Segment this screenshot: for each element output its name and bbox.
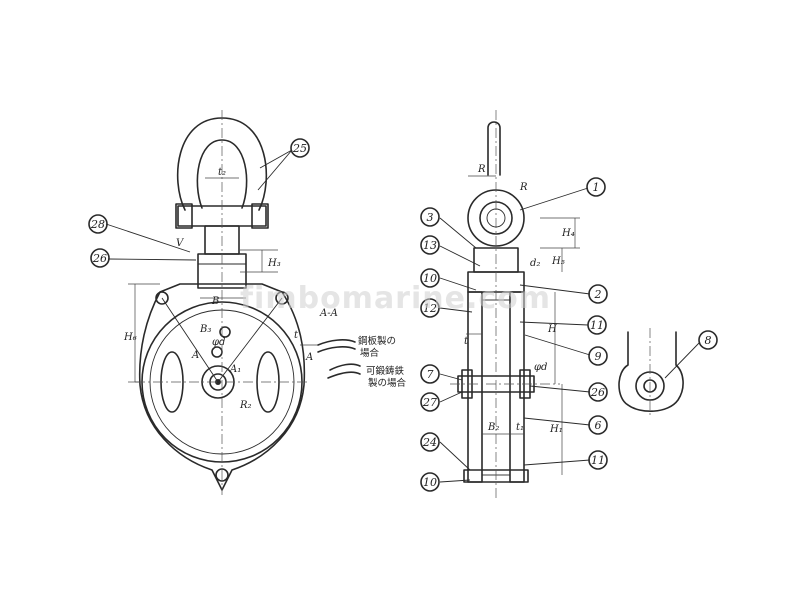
dimension-labels: t₂ V H₃ B H₆ B₃ φd A A A₁ R₂ t A-A R R H…	[123, 164, 575, 435]
callout-27: 27	[420, 392, 440, 412]
label-section-aa: A-A	[319, 308, 338, 319]
label-phi-d: φd	[212, 337, 225, 348]
label-t2: t₂	[218, 167, 226, 178]
callouts: 25 28 26 1 3 13 10 12 2 11 9 7 27 26 6 2…	[88, 138, 718, 492]
label-t1: t₁	[516, 422, 524, 433]
label-V: V	[176, 238, 185, 249]
svg-text:25: 25	[292, 142, 307, 155]
callout-26a: 26	[90, 248, 110, 268]
label-H3: H₃	[267, 258, 281, 269]
svg-text:2: 2	[594, 288, 602, 301]
callout-9: 9	[588, 346, 608, 366]
label-R: R	[477, 164, 486, 175]
callout-8: 8	[698, 330, 718, 350]
side-plate-right	[509, 291, 525, 483]
svg-text:10: 10	[423, 476, 437, 489]
svg-text:8: 8	[705, 334, 712, 347]
callout-10a: 10	[420, 268, 440, 288]
callout-6: 6	[588, 415, 608, 435]
label-H5: H₅	[551, 256, 565, 267]
label-A1: A₁	[229, 364, 241, 375]
svg-text:27: 27	[422, 396, 437, 409]
section-aa-detail	[317, 339, 361, 379]
note-malleable: 可鍛鋳鉄	[366, 365, 405, 377]
label-R1: R	[519, 182, 528, 193]
material-notes: 鋼板製の 場合 可鍛鋳鉄 製の場合	[358, 335, 407, 389]
label-A-right: A	[305, 352, 313, 363]
side-plate-left	[467, 291, 483, 483]
callout-3: 3	[420, 207, 440, 227]
label-B: B	[211, 296, 219, 307]
label-B2: B₂	[487, 422, 499, 433]
bolt-bottom	[215, 468, 229, 482]
svg-text:26: 26	[92, 252, 107, 265]
callout-1: 1	[586, 177, 606, 197]
callout-11a: 11	[587, 315, 607, 335]
detail-view-8	[618, 328, 684, 418]
label-phi-d1: φd	[534, 362, 547, 373]
callout-10b: 10	[420, 472, 440, 492]
svg-text:3: 3	[427, 211, 434, 224]
leader-lines	[105, 149, 701, 483]
shackle-bow-inner	[196, 139, 248, 209]
bolt-top-right	[275, 291, 289, 305]
callout-26b: 26	[588, 382, 608, 402]
callout-7: 7	[420, 364, 440, 384]
svg-text:7: 7	[427, 368, 434, 381]
callout-13: 13	[420, 235, 440, 255]
label-d2: d₂	[530, 258, 540, 269]
side-view	[450, 110, 580, 500]
svg-text:11: 11	[590, 319, 604, 332]
top-eye	[487, 121, 501, 176]
watermark: fimbomarine.com	[240, 281, 551, 316]
callout-12: 12	[420, 298, 440, 318]
svg-text:28: 28	[90, 218, 105, 231]
label-H4: H₄	[561, 228, 575, 239]
label-H: H	[547, 324, 557, 335]
note-malleable-2: 製の場合	[368, 377, 407, 389]
callout-11b: 11	[588, 450, 608, 470]
label-H6: H₆	[123, 332, 137, 343]
note-steel-plate: 鋼板製の	[358, 335, 396, 347]
label-t: t	[294, 330, 299, 341]
svg-text:24: 24	[422, 436, 437, 449]
svg-text:1: 1	[593, 181, 600, 194]
label-R2: R₂	[239, 400, 252, 411]
label-B3: B₃	[199, 324, 211, 335]
svg-text:10: 10	[423, 272, 437, 285]
callout-2: 2	[588, 284, 608, 304]
svg-text:11: 11	[591, 454, 605, 467]
label-H1: H₁	[549, 424, 563, 435]
side-plate	[138, 283, 306, 491]
shackle-nut-left	[175, 203, 193, 229]
label-A-left: A	[191, 350, 199, 361]
svg-text:12: 12	[423, 302, 437, 315]
svg-text:9: 9	[595, 350, 602, 363]
bolt-top-left	[155, 291, 169, 305]
front-view	[128, 110, 318, 495]
note-steel-plate-2: 場合	[360, 347, 380, 359]
callout-25: 25	[290, 138, 310, 158]
svg-text:13: 13	[423, 239, 437, 252]
svg-text:26: 26	[590, 386, 605, 399]
label-t-side: t	[464, 336, 469, 347]
callout-24: 24	[420, 432, 440, 452]
shackle-nut-right	[251, 203, 269, 229]
svg-text:6: 6	[595, 419, 602, 432]
callout-28: 28	[88, 214, 108, 234]
